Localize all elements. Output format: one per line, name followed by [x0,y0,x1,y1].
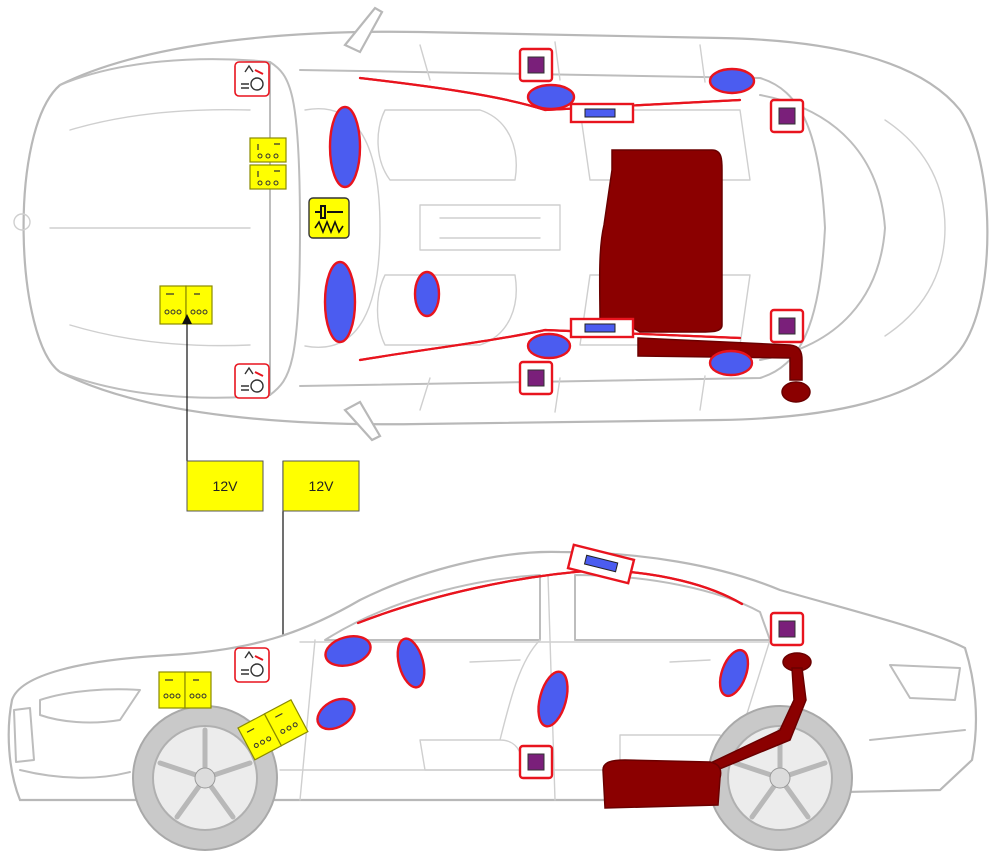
curtain-airbag-side [356,543,744,625]
front-seat-left [377,109,517,181]
hood-crease-2 [69,324,251,347]
gas-generator-top-left [584,108,616,118]
pretensioner-1 [527,56,545,74]
battery-icon [249,137,287,163]
fuel-filler-pipe-top [637,337,803,381]
callouts: 12V 12V [182,314,360,724]
pretensioners-top [518,47,805,396]
door-line-top [419,41,706,83]
pretensioner-2 [778,107,796,125]
front-bumper [19,769,131,779]
door-handle-front [469,659,521,663]
battery-icon [158,671,212,709]
batteries-side [158,671,309,761]
callout-arrow-1 [182,314,192,324]
passenger-side-airbag [413,270,441,318]
fuel-system-side [602,652,812,809]
taillight [889,664,961,701]
hood-outline [59,58,271,399]
fuel-tank-top [598,149,811,403]
brand-star [13,213,31,231]
headlight [39,688,141,724]
knee-airbag-side [316,697,356,731]
battery-icon [159,285,213,325]
battery-icon [249,164,287,190]
car-side-view [7,550,978,851]
front-seat-right [376,274,517,346]
gas-generator-top-right [584,323,616,333]
side-airbag-front-left [526,83,576,111]
rear-bumper [869,729,966,741]
mirror-right [343,400,382,442]
side-airbag-front-right [526,332,572,360]
rear-side-airbag-side [718,648,750,698]
gas-generator-side [583,554,619,573]
side-airbag-rear-left [708,67,756,95]
door-line-bottom [419,375,706,413]
pedestrian-hood-actuator-icon [234,61,270,97]
front-wheel [132,705,278,851]
grille [13,707,35,763]
driver-airbag-side [324,635,372,667]
door-front-line [299,639,316,801]
side-window-front [324,574,541,641]
mirror-left [343,6,384,54]
center-console [419,204,561,251]
pretensioners-side [518,611,805,780]
battery-icon [237,699,309,761]
pedestrian-hood-actuator-icon [234,647,270,683]
fuel-tank-body-side [602,759,722,809]
side-airbag-rear-right [708,349,754,377]
batteries-top [159,137,287,325]
rear-bench-top [579,109,751,181]
airbags-top [323,67,756,377]
hood-actuator-icons-top [234,61,270,399]
fuel-tank-body-top [598,149,723,333]
windscreen [269,61,301,396]
gas-spring-icon [308,197,350,239]
pretensioner-3 [778,317,796,335]
door-handle-rear [669,659,711,663]
driver-airbag [323,260,357,344]
front-side-airbag-side [396,637,426,689]
fuel-filler-neck-top [781,381,811,403]
rear-window [759,94,886,361]
seat-side-airbag-side [537,670,569,728]
rear-wheel [707,705,853,851]
pretensioner-5 [778,620,796,638]
gas-generators-top [569,102,635,339]
roof-outline [299,69,826,387]
callout-label-2: 12V [309,478,335,494]
knee-airbag-left [328,105,362,189]
pretensioner-4 [527,369,545,387]
trunk-line [884,119,946,337]
curtain-airbag-top-right [358,328,742,362]
hood-crease-1 [69,108,251,131]
airbags-side [316,635,750,731]
callout-box-2 [282,460,360,512]
pedestrian-hood-actuator-icon [234,363,270,399]
car-top-view [13,6,989,442]
pretensioner-6 [527,753,545,771]
callout-box-1 [186,460,264,512]
callout-label-1: 12V [213,478,239,494]
